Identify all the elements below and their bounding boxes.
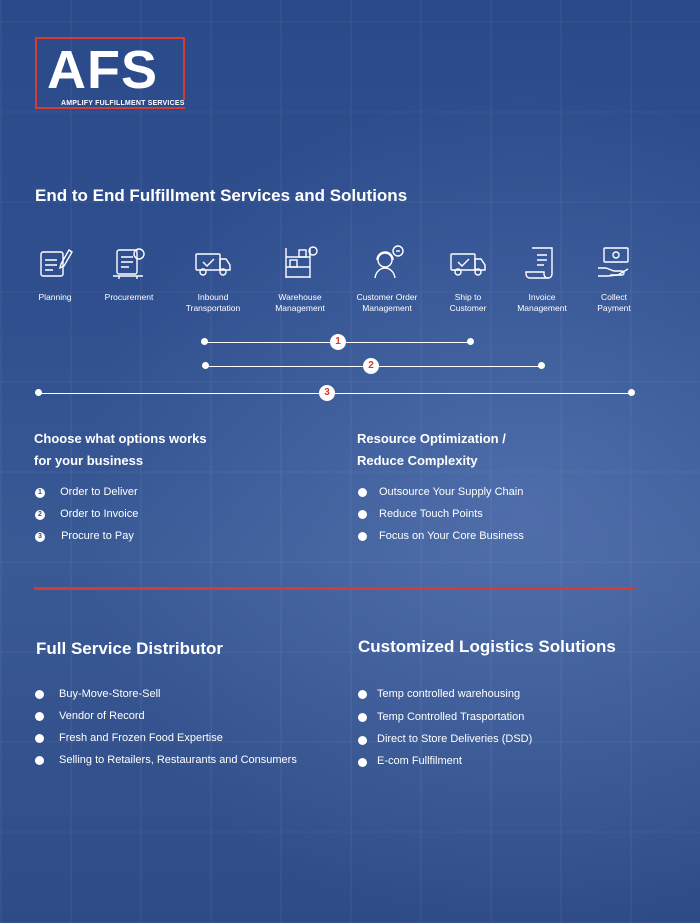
- list-item: Vendor of Record: [59, 710, 145, 722]
- delivery-truck-icon: [450, 253, 486, 276]
- bullet-dot: [358, 758, 367, 767]
- number-badge: 3: [35, 532, 45, 542]
- page-title: End to End Fulfillment Services and Solu…: [35, 186, 408, 205]
- bullet-dot: [35, 690, 44, 699]
- step-planning: Planning: [10, 242, 100, 303]
- timeline-number: 1: [330, 334, 346, 350]
- bullet-dot: [358, 713, 367, 722]
- afs-logo: AFS AMPLIFY FULFILLMENT SERVICES: [35, 37, 187, 109]
- list-item: 3 Procure to Pay: [35, 530, 134, 542]
- customer-support-icon: [374, 245, 404, 279]
- bullet-dot: [358, 736, 367, 745]
- section-divider: [34, 587, 635, 590]
- resource-heading: Resource Optimization / Reduce Complexit…: [357, 431, 506, 468]
- list-item: Outsource Your Supply Chain: [379, 486, 524, 498]
- logo-tagline: AMPLIFY FULFILLMENT SERVICES: [59, 100, 187, 107]
- list-item: Direct to Store Deliveries (DSD): [377, 733, 533, 745]
- list-item: E-com Fullfilment: [377, 755, 462, 767]
- list-item: Fresh and Frozen Food Expertise: [59, 732, 223, 744]
- bullet-dot: [358, 532, 367, 541]
- list-item: 1 Order to Deliver: [35, 486, 138, 498]
- invoice-icon: [525, 247, 553, 279]
- list-item-text: Order to Deliver: [60, 486, 138, 498]
- list-item: 2 Order to Invoice: [35, 508, 138, 520]
- bullet-dot: [358, 488, 367, 497]
- list-item: Temp Controlled Trasportation: [377, 711, 525, 723]
- list-item-text: Order to Invoice: [60, 508, 139, 520]
- inbound-truck-icon: [195, 253, 231, 276]
- bullet-dot: [35, 734, 44, 743]
- timeline-number: 2: [363, 358, 379, 374]
- options-heading: Choose what options works for your busin…: [34, 431, 207, 468]
- logo-mark: AFS: [47, 40, 158, 100]
- list-item: Focus on Your Core Business: [379, 530, 524, 542]
- list-item: Buy-Move-Store-Sell: [59, 688, 161, 700]
- procurement-icon: [113, 248, 145, 279]
- warehouse-shelves-icon: [285, 246, 318, 278]
- list-item-text: Procure to Pay: [61, 530, 134, 542]
- step-label: Procurement: [104, 292, 154, 302]
- payment-icon: [598, 247, 629, 277]
- bullet-dot: [35, 712, 44, 721]
- bullet-dot: [35, 756, 44, 765]
- list-item: Temp controlled warehousing: [377, 688, 521, 700]
- planning-icon: [40, 249, 73, 277]
- number-badge: 1: [35, 488, 45, 498]
- step-label: Planning: [38, 292, 72, 302]
- timeline-number: 3: [319, 385, 335, 401]
- list-item: Reduce Touch Points: [379, 508, 483, 520]
- logo-frame: [35, 37, 185, 109]
- bullet-dot: [358, 510, 367, 519]
- number-badge: 2: [35, 510, 45, 520]
- list-item: Selling to Retailers, Restaurants and Co…: [59, 754, 297, 766]
- distributor-heading: Full Service Distributor: [36, 639, 224, 658]
- bullet-dot: [358, 690, 367, 699]
- logistics-heading: Customized Logistics Solutions: [358, 637, 616, 656]
- step-procurement: Procurement: [84, 242, 174, 303]
